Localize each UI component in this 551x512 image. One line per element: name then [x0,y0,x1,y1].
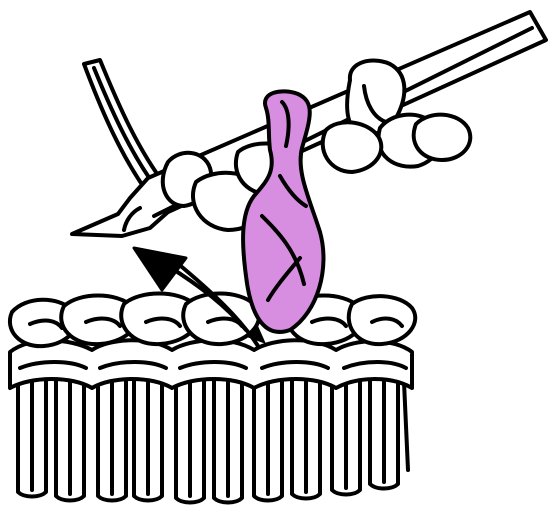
stitch-band [10,340,412,388]
top-row-loops [10,294,415,347]
stitch-posts [18,374,408,503]
